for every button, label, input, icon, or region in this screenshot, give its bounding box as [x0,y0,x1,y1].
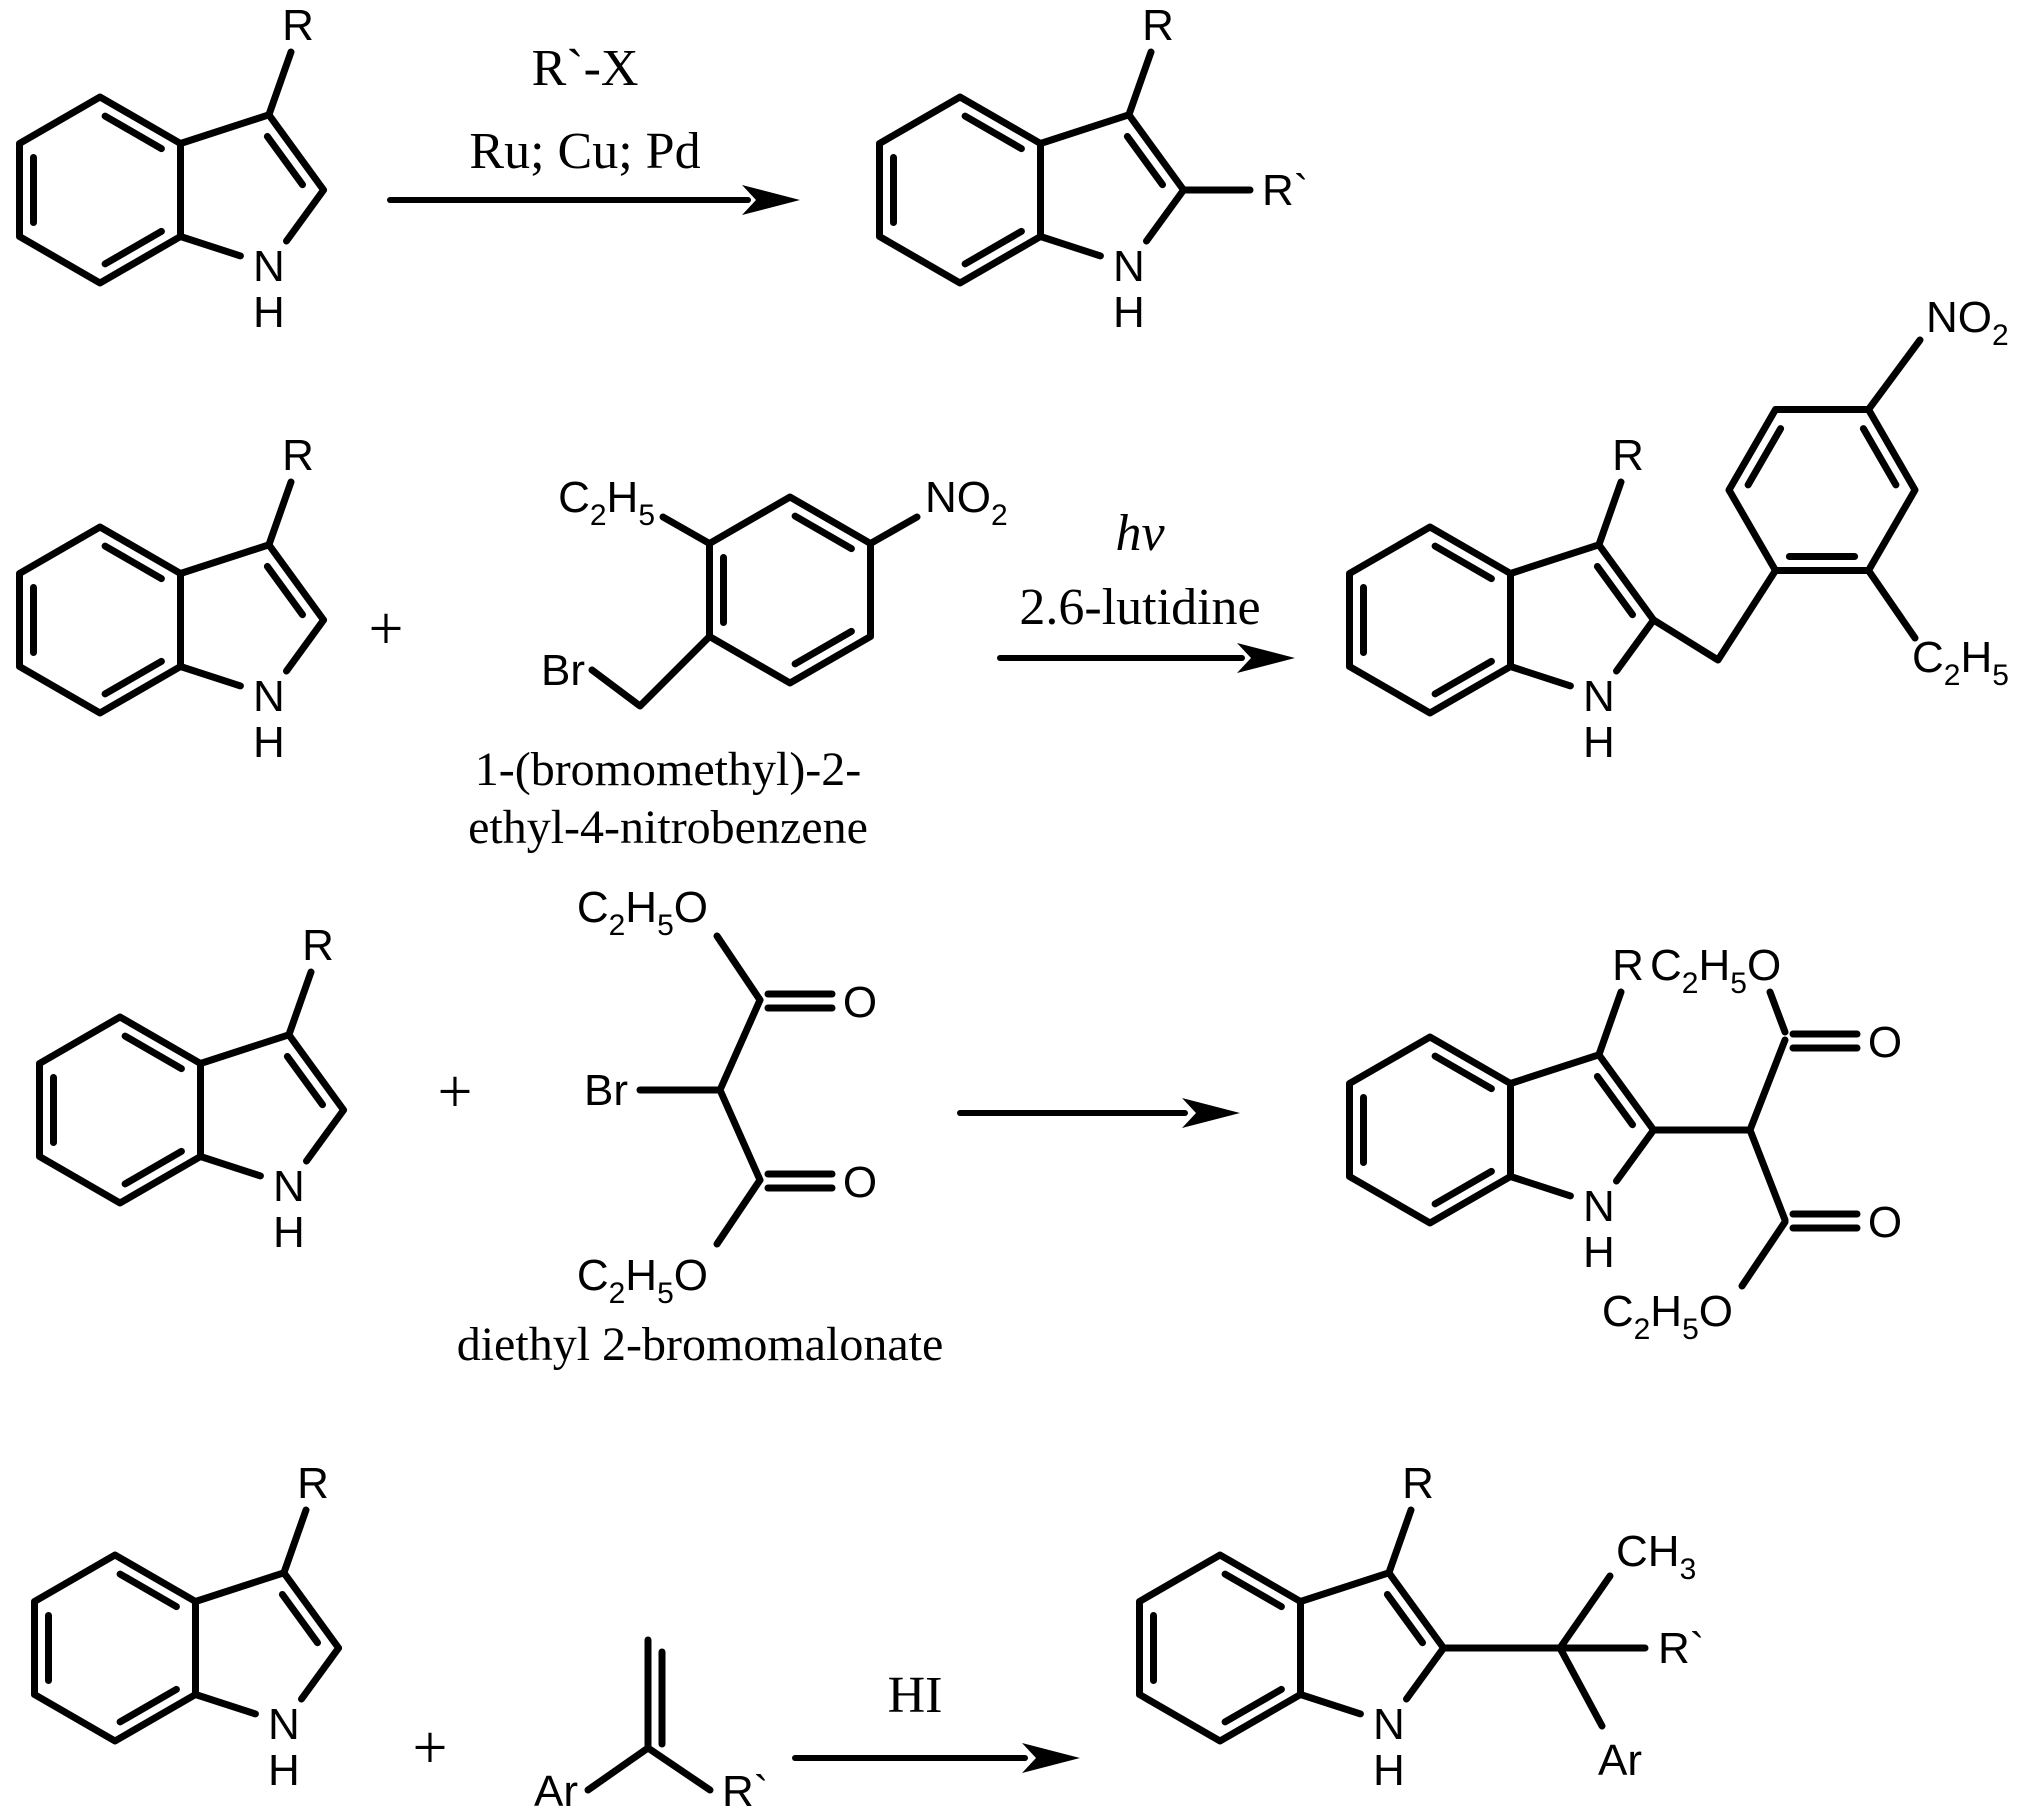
indole-product-3 [1350,941,1654,1277]
upper-co-double-bond [1789,1030,1861,1052]
upper-ester-bond [1766,988,1789,1036]
lower-carbonyl-o-label: O [1868,1198,1902,1247]
lower-co-double-bond [1789,1210,1861,1232]
indole-product-1 [880,1,1184,337]
bromomethyl-ethyl-nitrobenzene: NO2 C2H5 Br 1-(bromomethyl)-2- ethyl-4-n… [468,473,1008,854]
reaction-2: + NO2 C2H5 Br 1-(bromomethyl)-2- ethyl-4… [20,293,2009,854]
double-bond-inner-lines [720,512,855,668]
indole-reactant-1 [20,1,324,337]
arrow-head-4 [1022,1743,1080,1773]
plus-sign-4: + [413,1714,448,1782]
ch-carbonyl-bonds [716,996,764,1184]
conditions-1-below: Ru; Cu; Pd [469,123,700,180]
no2-bond [867,513,921,547]
methylene-linker-bonds [1650,567,1779,664]
rprime-bond [644,1744,714,1794]
product-3: O C2H5O O C2H5O [1350,941,1902,1346]
benzene-ring [706,493,874,687]
product-4: CH3 R` Ar [1140,1459,1704,1795]
product-2: NO2 C2H5 [1350,293,2009,767]
ar-label: Ar [534,1767,578,1812]
reaction-1: R`-X Ru; Cu; Pd R` [20,1,1308,337]
lower-ethoxy-label: C2H5O [577,1251,708,1310]
reaction-3: + Br O C2H5O O C2H5O diethyl 2-bromomalo… [40,883,1902,1371]
vinylidene-double-bond [644,1636,666,1752]
br-label: Br [541,646,585,695]
lower-ester-bond [1738,1218,1789,1290]
indole-reactant-2 [20,431,324,767]
indole-reactant-3 [40,921,344,1257]
methyl-label: CH3 [1616,1527,1696,1586]
upper-ester-bond [713,932,764,1004]
bromomethyl-bonds [588,633,713,710]
ethyl-bond [659,513,713,547]
no2-label: NO2 [925,473,1008,532]
no2-label: NO2 [1926,293,2009,352]
aryl-alkene-reagent: Ar R` [534,1636,768,1812]
plus-sign-3: + [438,1058,473,1126]
upper-ethoxy-label: C2H5O [577,883,708,942]
ar-bond [1556,1644,1606,1730]
upper-carbonyl-o-label: O [1868,1018,1902,1067]
reaction-4: + Ar R` HI CH3 R` Ar [35,1459,1704,1812]
diethyl-2-bromomalonate: Br O C2H5O O C2H5O diethyl 2-bromomalona… [457,883,944,1371]
r-prime-label: R` [1658,1624,1704,1673]
indole-reactant-4 [35,1459,339,1795]
ar-bond [584,1744,652,1794]
ethyl-label: C2H5 [1912,633,2009,692]
indole-product-4 [1140,1459,1444,1795]
upper-carbonyl-o-label: O [843,978,877,1027]
ch-carbonyl-bonds [1746,1036,1789,1224]
reagent-caption-line2: ethyl-4-nitrobenzene [468,801,868,854]
lower-ethoxy-label: C2H5O [1602,1287,1733,1346]
ethyl-bond [1865,567,1919,642]
conditions-2-above: hv [1115,505,1165,562]
ethyl-label: C2H5 [558,473,655,532]
r-prime-label: R` [1262,166,1308,215]
conditions-4-above: HI [888,1667,943,1724]
r-prime-label: R` [722,1767,768,1812]
plus-sign-2: + [369,595,404,663]
br-label: Br [584,1066,628,1115]
arrow-head-2 [1237,643,1295,673]
lower-co-double-bond [764,1170,836,1192]
reagent-caption-line1: 1-(bromomethyl)-2- [475,743,862,796]
aryl-ring [1725,406,1919,574]
ar-label: Ar [1598,1736,1642,1785]
lower-ester-bond [713,1176,764,1248]
upper-ethoxy-label: C2H5O [1650,941,1781,1000]
upper-co-double-bond [764,990,836,1012]
arrow-head-1 [742,185,800,215]
aryl-double-bond-inner-lines [1744,425,1900,560]
reagent-caption: diethyl 2-bromomalonate [457,1318,944,1371]
conditions-1-above: R`-X [532,40,639,97]
methyl-bond [1556,1572,1614,1652]
indole-product-2 [1350,431,1654,767]
conditions-2-below: 2.6-lutidine [1019,579,1260,636]
no2-bond [1865,336,1924,413]
lower-carbonyl-o-label: O [843,1158,877,1207]
arrow-head-3 [1182,1098,1240,1128]
product-1: R` [880,1,1308,337]
